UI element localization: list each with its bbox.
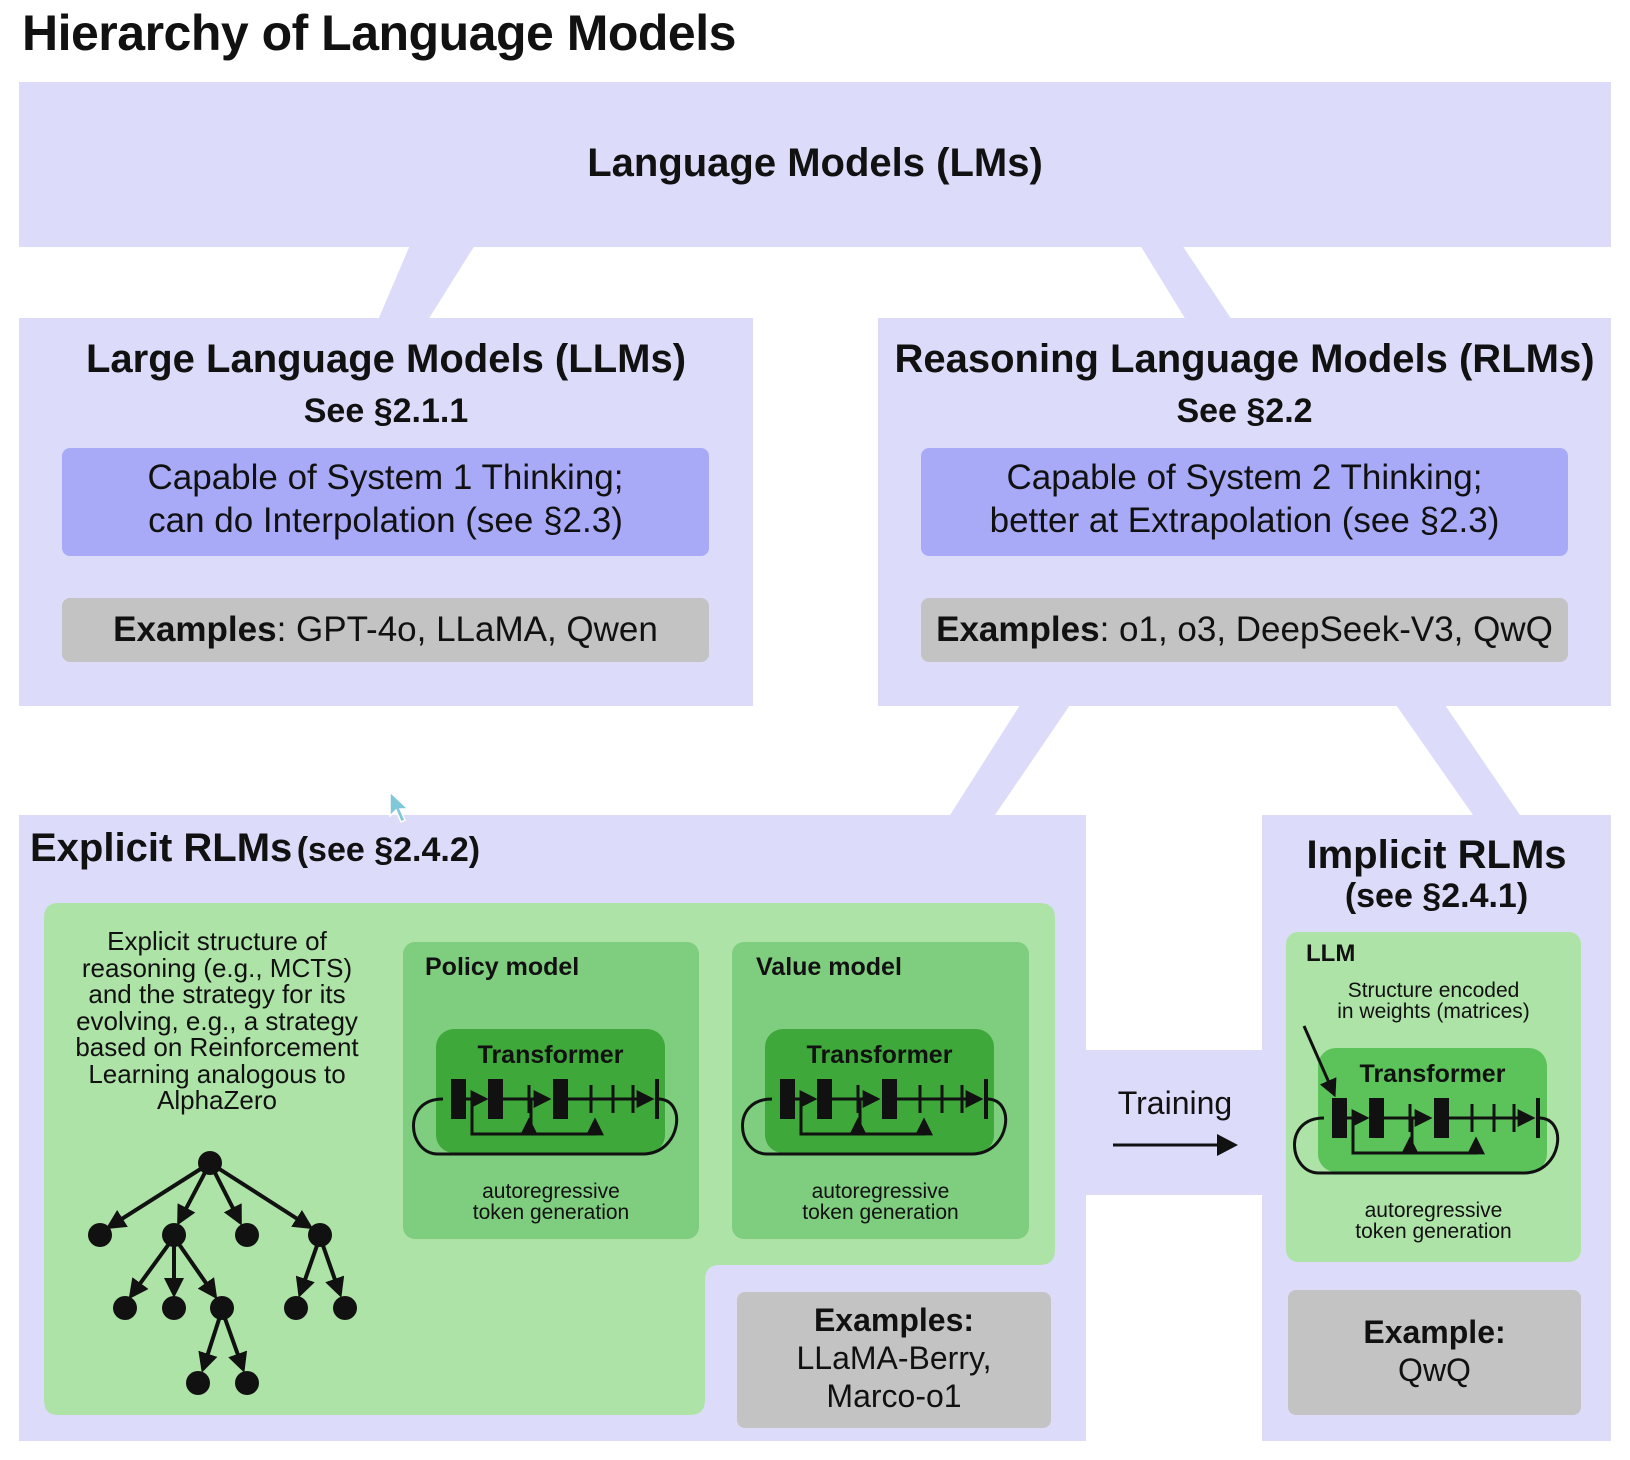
implicit-structure-caption: Structure encoded in weights (matrices) <box>1286 980 1581 1022</box>
explicit-rlm-title: Explicit RLMs <box>30 826 293 870</box>
implicit-structure-line1: Structure encoded <box>1347 979 1520 1002</box>
implicit-example-box: Example: QwQ <box>1288 1290 1581 1415</box>
implicit-example-label: Example: <box>1363 1314 1506 1350</box>
tree-node <box>198 1151 222 1175</box>
explicit-description-line: AlphaZero <box>157 1085 277 1115</box>
tree-node <box>235 1371 259 1395</box>
tree-node <box>210 1296 234 1320</box>
policy-model-label: Policy model <box>425 953 580 981</box>
rlm-title: Reasoning Language Models (RLMs) <box>894 337 1595 381</box>
llm-box: Large Language Models (LLMs) See §2.1.1 … <box>19 318 753 706</box>
value-gen-line1: autoregressive <box>811 1180 950 1203</box>
value-gen-line2: token generation <box>802 1201 959 1224</box>
tree-node <box>308 1223 332 1247</box>
connector-rlm-explicit <box>950 705 1070 815</box>
explicit-description-line: based on Reinforcement <box>75 1032 359 1062</box>
rlm-box: Reasoning Language Models (RLMs) See §2.… <box>878 318 1611 706</box>
implicit-example-text: QwQ <box>1398 1352 1471 1388</box>
value-model-label: Value model <box>756 953 902 981</box>
explicit-description: Explicit structure of reasoning (e.g., M… <box>52 928 382 1114</box>
explicit-description-line: and the strategy for its <box>88 979 346 1009</box>
rlm-examples-box: Examples: o1, o3, DeepSeek-V3, QwQ <box>921 598 1568 662</box>
rlm-examples-text: : o1, o3, DeepSeek-V3, QwQ <box>1099 610 1553 649</box>
policy-gen-line1: autoregressive <box>482 1180 620 1203</box>
llm-see: See §2.1.1 <box>303 392 469 430</box>
implicit-rlm-see: (see §2.4.1) <box>1344 877 1529 915</box>
explicit-examples-label: Examples: <box>813 1302 975 1338</box>
explicit-description-line: reasoning (e.g., MCTS) <box>81 952 353 983</box>
rlm-capability-line2: better at Extrapolation (see §2.3) <box>989 501 1500 540</box>
explicit-examples-box: Examples: LLaMA-Berry, Marco-o1 <box>737 1292 1051 1428</box>
tree-node <box>162 1296 186 1320</box>
value-transformer-label: Transformer <box>806 1041 953 1069</box>
value-autoregressive-caption: autoregressive token generation <box>732 1181 1029 1223</box>
explicit-rlm-see: (see §2.4.2) <box>296 831 481 869</box>
training-arrow-icon <box>1113 1134 1238 1156</box>
explicit-description-line: Explicit structure of <box>107 926 327 956</box>
connector-lm-llm <box>378 245 475 320</box>
lm-box: Language Models (LMs) <box>19 82 1611 247</box>
connector-training-band <box>1080 1050 1270 1195</box>
tree-node <box>333 1296 357 1320</box>
implicit-gen-line2: token generation <box>1355 1220 1512 1243</box>
connector-rlm-implicit <box>1396 705 1520 815</box>
implicit-transformer-label: Transformer <box>1359 1060 1506 1088</box>
policy-gen-line2: token generation <box>472 1201 630 1224</box>
implicit-structure-line2: in weights (matrices) <box>1337 1000 1530 1023</box>
explicit-examples-line2: Marco-o1 <box>826 1378 962 1414</box>
rlm-see: See §2.2 <box>1176 392 1313 430</box>
policy-autoregressive-caption: autoregressive token generation <box>403 1181 699 1223</box>
connector-lm-rlm <box>1140 245 1232 320</box>
explicit-examples-line1: LLaMA-Berry, <box>796 1340 992 1376</box>
rlm-examples-label: Examples <box>936 610 1100 649</box>
value-transformer-diagram <box>741 1079 1008 1156</box>
policy-transformer-label: Transformer <box>477 1041 624 1069</box>
implicit-transformer-diagram <box>1293 1025 1560 1175</box>
policy-transformer-diagram <box>412 1079 679 1156</box>
tree-node <box>162 1223 186 1247</box>
training-label: Training <box>1117 1085 1233 1121</box>
llm-examples-box: Examples: GPT-4o, LLaMA, Qwen <box>62 598 709 662</box>
llm-examples-label: Examples <box>113 610 277 649</box>
implicit-rlm-title: Implicit RLMs <box>1306 833 1567 877</box>
llm-examples-text: : GPT-4o, LLaMA, Qwen <box>276 610 658 649</box>
tree-node <box>186 1371 210 1395</box>
implicit-gen-line1: autoregressive <box>1364 1199 1503 1222</box>
implicit-autoregressive-caption: autoregressive token generation <box>1286 1200 1581 1242</box>
rlm-capability-box: Capable of System 2 Thinking; better at … <box>921 448 1568 556</box>
explicit-rlm-heading: Explicit RLMs (see §2.4.2) <box>30 820 480 885</box>
rlm-capability-line1: Capable of System 2 Thinking; <box>1006 458 1483 497</box>
tree-node <box>88 1223 112 1247</box>
tree-node <box>113 1296 137 1320</box>
implicit-llm-label: LLM <box>1306 940 1356 967</box>
tree-node <box>235 1223 259 1247</box>
explicit-description-line: evolving, e.g., a strategy <box>76 1005 358 1036</box>
llm-capability-box: Capable of System 1 Thinking; can do Int… <box>62 448 709 556</box>
llm-capability-line1: Capable of System 1 Thinking; <box>147 458 624 497</box>
lm-label: Language Models (LMs) <box>587 141 1043 185</box>
llm-title: Large Language Models (LLMs) <box>85 337 687 381</box>
explicit-description-line: Learning analogous to <box>88 1058 346 1089</box>
llm-capability-line2: can do Interpolation (see §2.3) <box>148 501 623 540</box>
page-title: Hierarchy of Language Models <box>22 5 736 61</box>
tree-node <box>284 1296 308 1320</box>
mouse-cursor-icon <box>389 790 410 824</box>
